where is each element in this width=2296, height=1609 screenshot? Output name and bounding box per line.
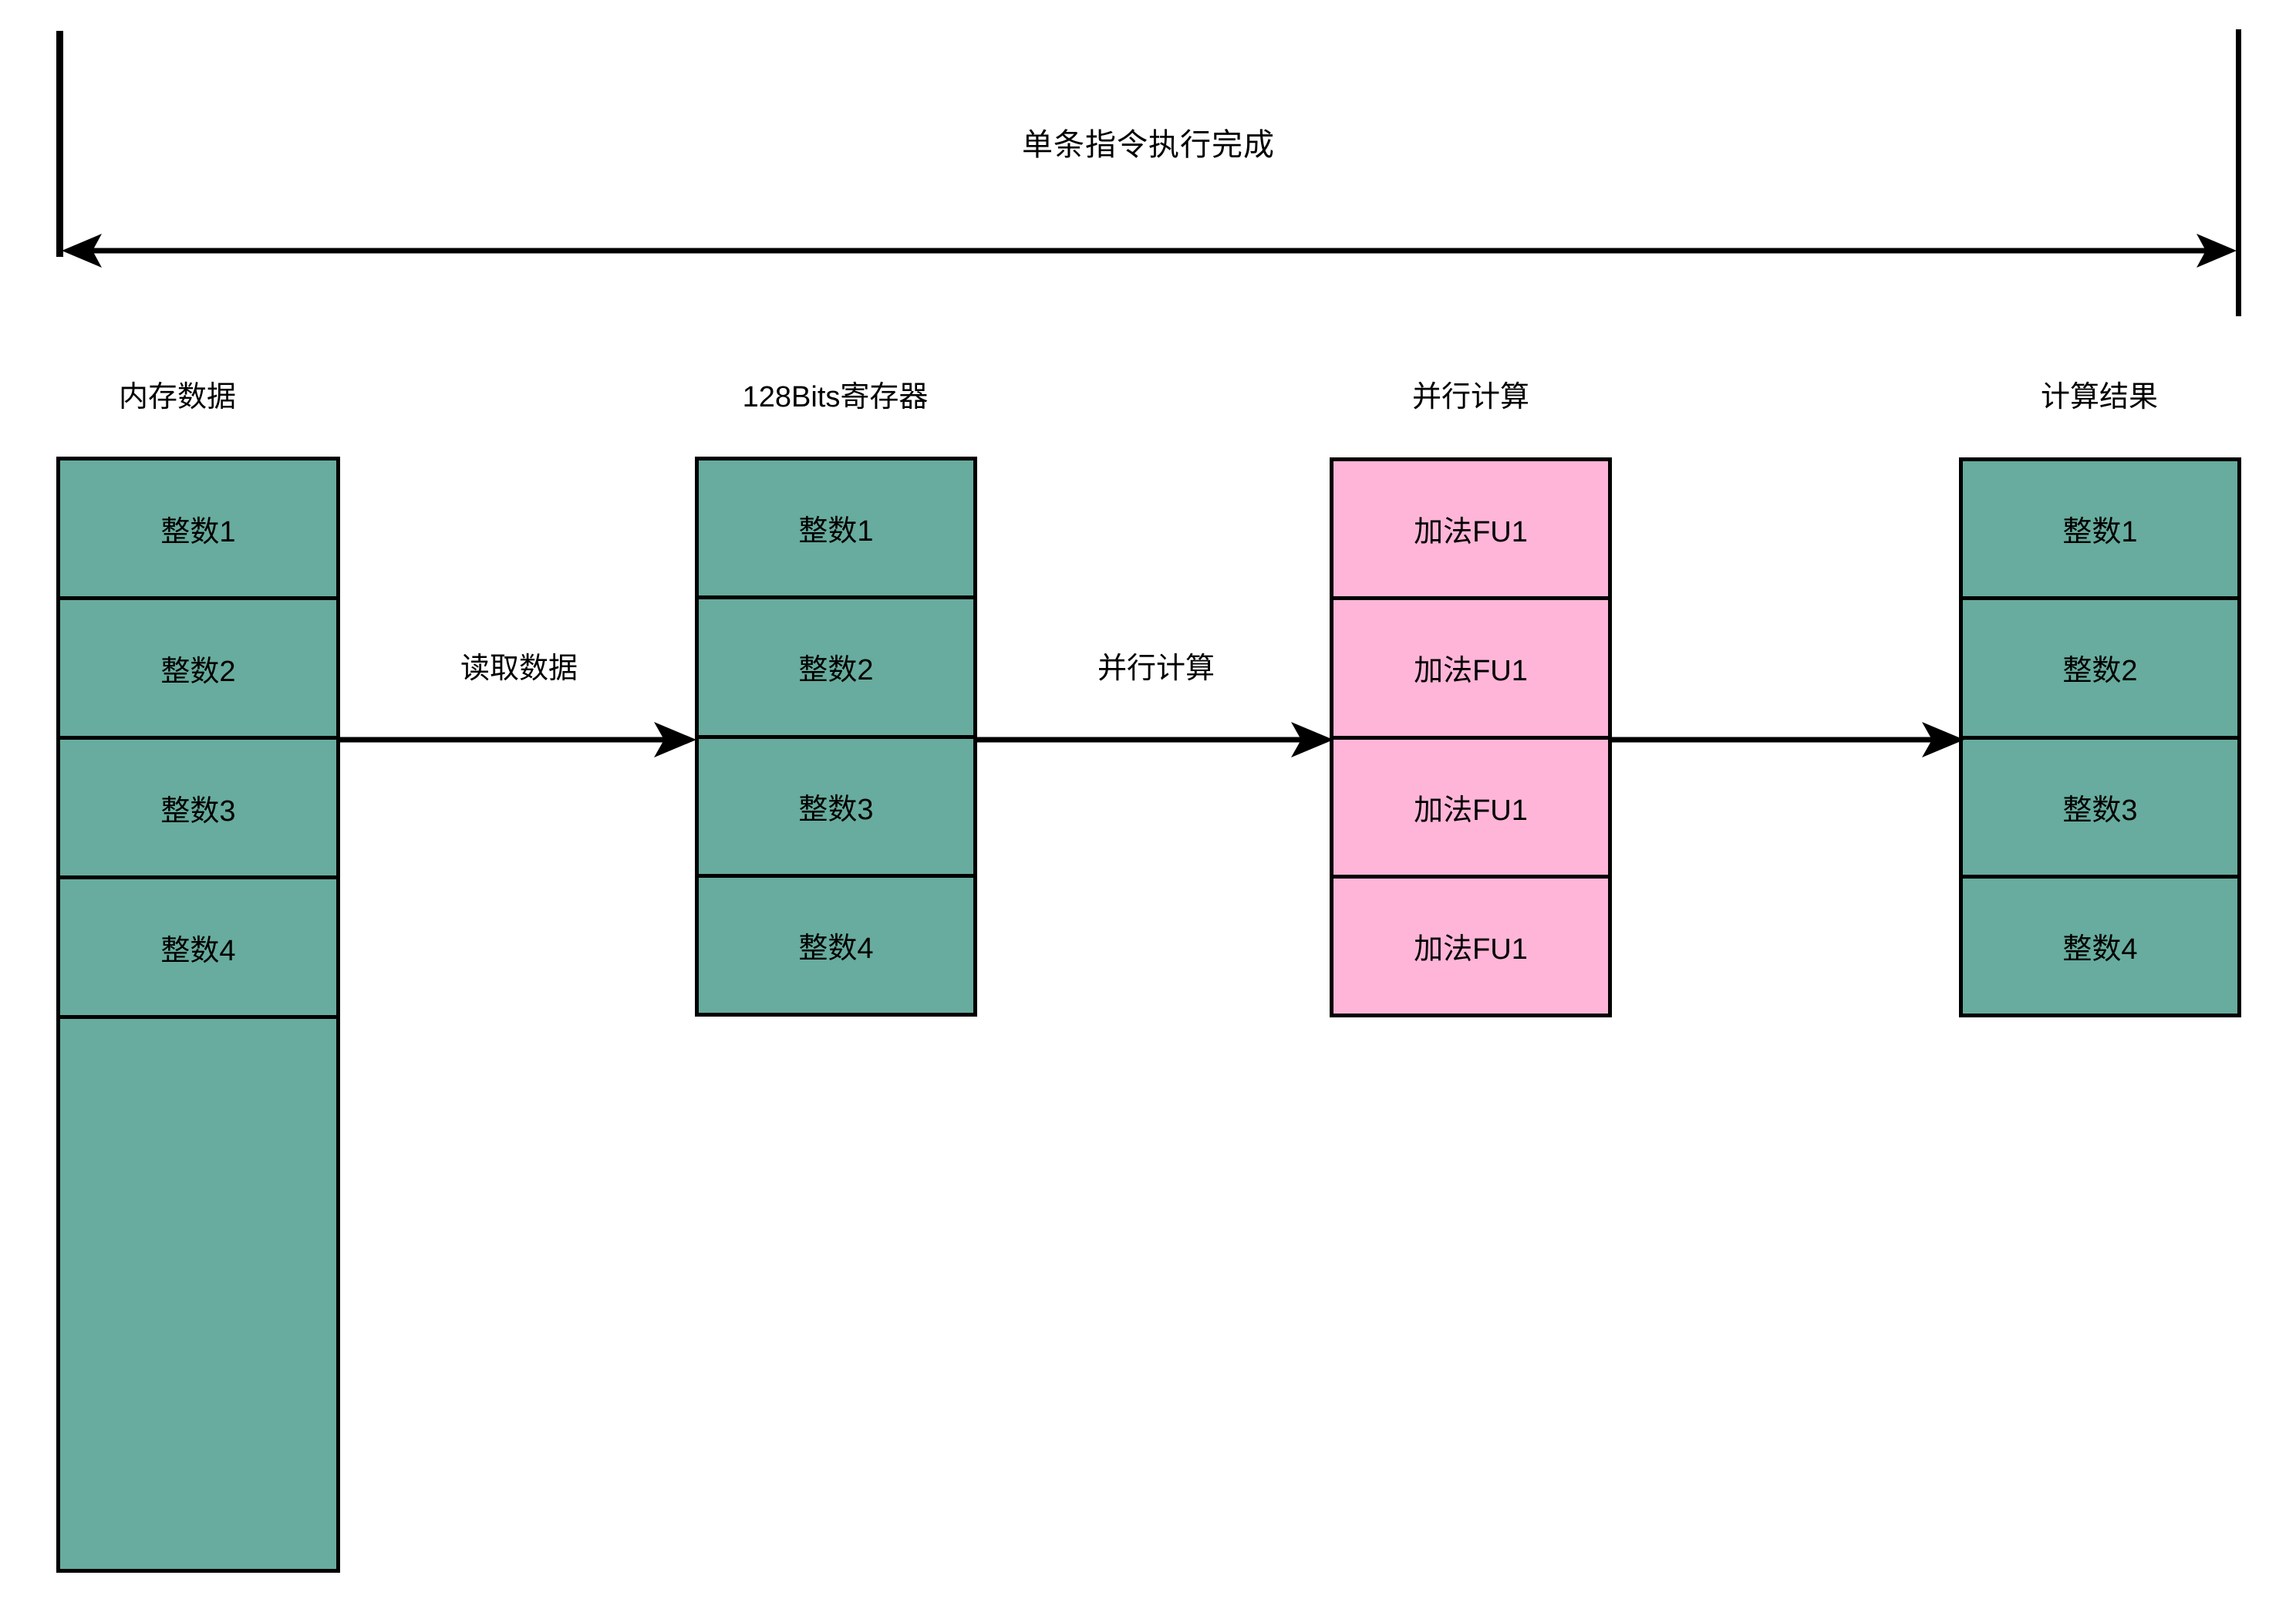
register-cell-2: 整数2 xyxy=(699,599,973,739)
span-title: 单条指令执行完成 xyxy=(1022,128,1275,162)
cell-label: 加法FU1 xyxy=(1414,794,1528,827)
cell-label: 整数4 xyxy=(2062,933,2138,966)
cell-label: 整数4 xyxy=(160,934,236,967)
column-header-result: 计算结果 xyxy=(2040,381,2158,413)
fu-cell-2: 加法FU1 xyxy=(1333,600,1608,740)
cell-label: 整数3 xyxy=(2062,794,2138,827)
flow-arrow-output xyxy=(1610,722,1964,757)
fu-cell-1: 加法FU1 xyxy=(1333,461,1608,601)
fu-cell-4: 加法FU1 xyxy=(1333,878,1608,1014)
register-stack: 整数1 整数2 整数3 整数4 xyxy=(695,457,977,1017)
result-cell-4: 整数4 xyxy=(1963,878,2237,1014)
cell-label: 整数2 xyxy=(798,654,874,687)
result-cell-1: 整数1 xyxy=(1963,461,2237,601)
fu-cell-3: 加法FU1 xyxy=(1333,739,1608,879)
memory-stack: 整数1 整数2 整数3 整数4 xyxy=(56,457,340,1573)
column-header-memory: 内存数据 xyxy=(118,381,236,413)
cell-label: 整数3 xyxy=(798,793,874,826)
cell-label: 加法FU1 xyxy=(1414,655,1528,688)
cell-label: 整数1 xyxy=(160,515,236,548)
span-tick-left xyxy=(56,31,63,257)
memory-cell-4: 整数4 xyxy=(60,879,336,1019)
parallel-compute-stack: 加法FU1 加法FU1 加法FU1 加法FU1 xyxy=(1330,457,1612,1017)
memory-cell-5-empty xyxy=(60,1019,336,1569)
column-header-register: 128Bits寄存器 xyxy=(742,381,929,413)
flow-arrow-read-data xyxy=(338,722,696,757)
cell-label: 整数4 xyxy=(798,932,874,965)
cell-label: 整数1 xyxy=(798,515,874,548)
memory-cell-2: 整数2 xyxy=(60,600,336,740)
flow-label-read-data: 读取数据 xyxy=(460,653,578,685)
result-cell-3: 整数3 xyxy=(1963,739,2237,879)
cell-label: 加法FU1 xyxy=(1414,516,1528,549)
column-header-parallel-compute: 并行计算 xyxy=(1411,381,1529,413)
register-cell-1: 整数1 xyxy=(699,460,973,600)
register-cell-3: 整数3 xyxy=(699,738,973,878)
flow-arrow-parallel-compute xyxy=(975,722,1333,757)
memory-cell-3: 整数3 xyxy=(60,740,336,879)
flow-label-parallel-compute: 并行计算 xyxy=(1097,653,1215,685)
cell-label: 整数2 xyxy=(160,655,236,688)
span-double-arrow xyxy=(62,234,2237,268)
register-cell-4: 整数4 xyxy=(699,877,973,1013)
cell-label: 加法FU1 xyxy=(1414,933,1528,966)
cell-label: 整数3 xyxy=(160,794,236,828)
span-tick-right xyxy=(2236,29,2241,316)
result-stack: 整数1 整数2 整数3 整数4 xyxy=(1959,457,2241,1017)
cell-label: 整数2 xyxy=(2062,655,2138,688)
memory-cell-1: 整数1 xyxy=(60,460,336,600)
result-cell-2: 整数2 xyxy=(1963,600,2237,740)
cell-label: 整数1 xyxy=(2062,516,2138,549)
